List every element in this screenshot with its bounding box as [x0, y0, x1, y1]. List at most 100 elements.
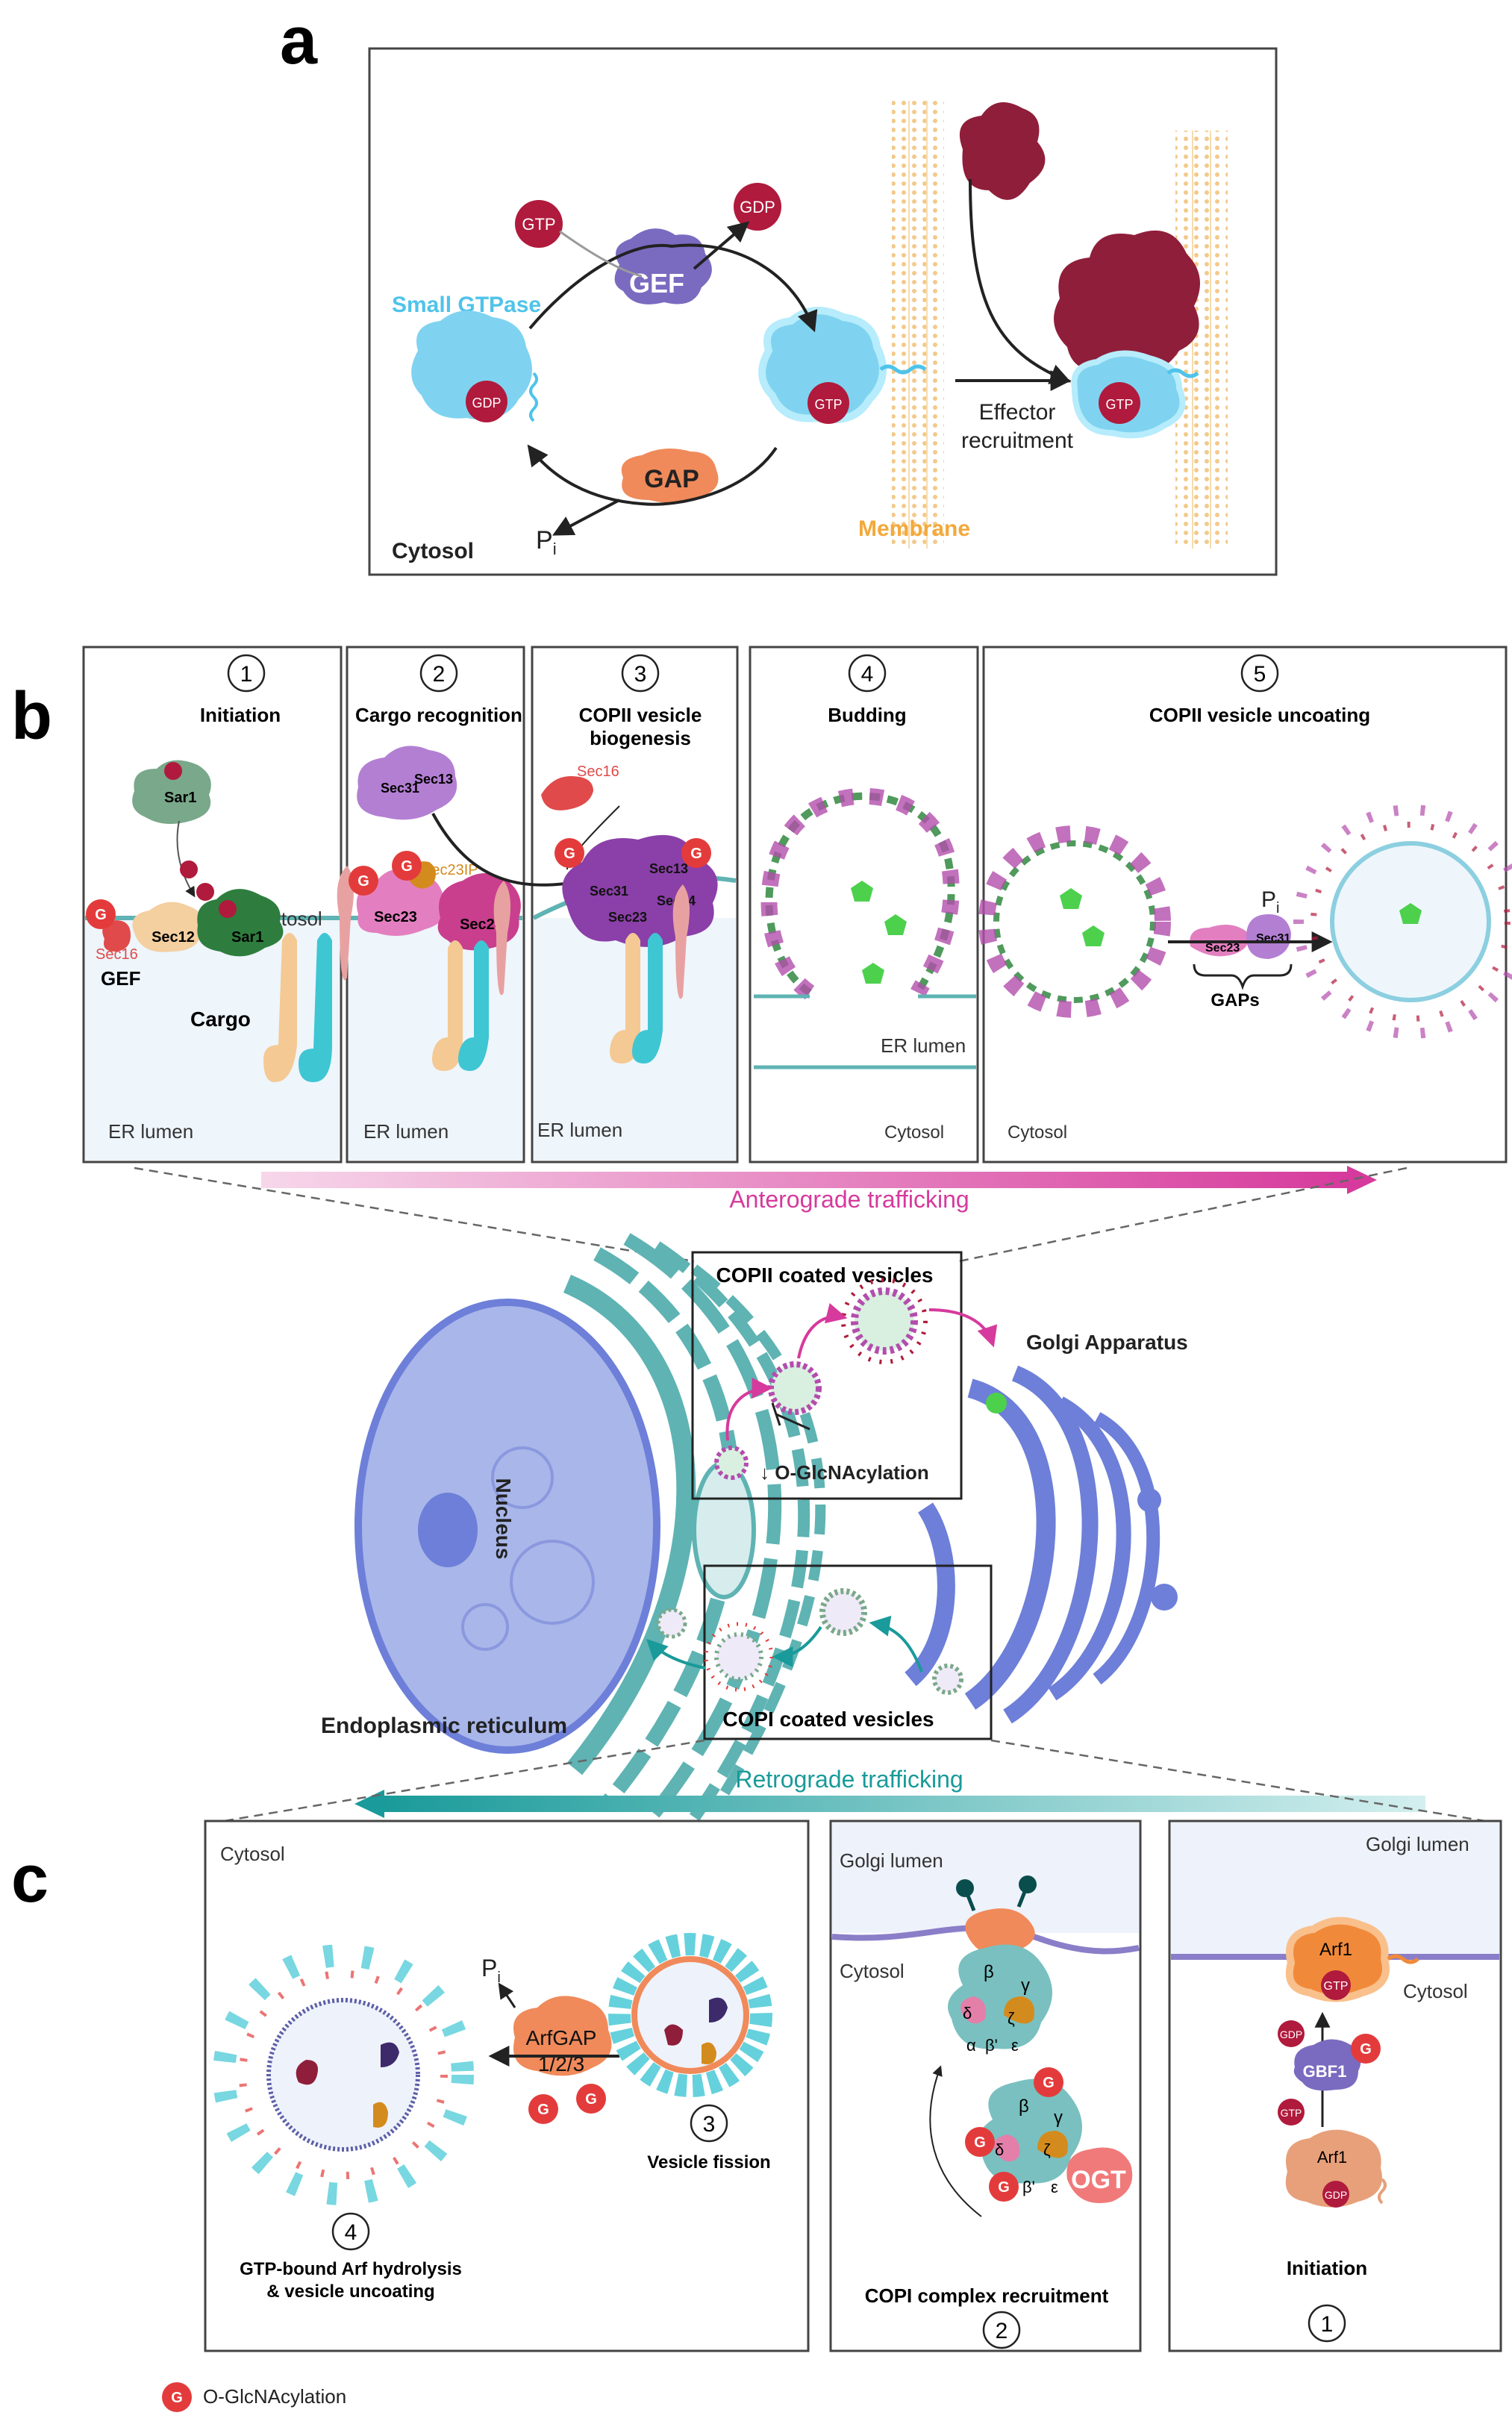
svg-text:ε: ε — [1011, 2036, 1019, 2055]
gdp-released-token: GDP — [734, 183, 781, 231]
retrograde-label: Retrograde trafficking — [735, 1766, 963, 1793]
svg-text:δ: δ — [995, 2140, 1004, 2159]
panel-c: c Cytosol ArfGAP 1/2/3 G G Pi — [11, 1820, 1502, 2352]
copi-arrow-1 — [869, 1615, 923, 1672]
svg-text:β: β — [984, 1962, 994, 1982]
svg-text:G: G — [537, 2102, 549, 2118]
panel-a: a GTP GDP GEF Small GTPase — [280, 4, 1278, 576]
svg-text:GAPs: GAPs — [1210, 990, 1259, 1011]
copi-box — [703, 1564, 993, 1740]
svg-text:1: 1 — [240, 662, 253, 687]
panel-b: b 1 Initiation 2 Cargo recognition 3 COP… — [11, 646, 1512, 1164]
svg-text:ζ: ζ — [1043, 2140, 1051, 2159]
svg-text:2: 2 — [433, 662, 446, 687]
er-label: Endoplasmic reticulum — [321, 1714, 567, 1738]
step2-header: 2 Cargo recognition — [355, 654, 522, 726]
copi-arrow-2 — [772, 1625, 822, 1667]
sec16-label-b3: Sec16 — [577, 763, 619, 780]
copi-coated-label: COPI coated vesicles — [722, 1708, 934, 1731]
svg-text:β: β — [1019, 2096, 1029, 2117]
uncoated-copi-vesicle — [213, 1944, 474, 2205]
golgi-apparatus — [904, 1365, 1178, 1724]
svg-text:COPII vesicle uncoating: COPII vesicle uncoating — [1149, 704, 1370, 726]
gtp-free-token: GTP — [515, 200, 563, 248]
svg-text:COPII vesicle: COPII vesicle — [579, 704, 702, 726]
er-lumen-bg-1 — [85, 918, 340, 1161]
step4-c-header: 4 GTP-bound Arf hydrolysis & vesicle unc… — [240, 2212, 462, 2302]
gbf1-protein: GBF1 G — [1293, 2034, 1381, 2091]
svg-text:G: G — [1043, 2075, 1055, 2091]
svg-text:Nucleus: Nucleus — [492, 1478, 515, 1560]
svg-text:1: 1 — [1321, 2312, 1334, 2337]
gef-label-b1: GEF — [101, 967, 140, 990]
cytosol-label-c3: Cytosol — [1403, 1980, 1468, 2002]
copi-recruit-arrow — [929, 2065, 982, 2217]
svg-text:Sec31: Sec31 — [590, 884, 628, 899]
svg-text:GEF: GEF — [629, 268, 684, 299]
svg-text:GDP: GDP — [740, 198, 775, 216]
initiation-c-label: Initiation — [1287, 2257, 1367, 2279]
panel-a-letter: a — [280, 4, 318, 78]
pi-label-b5: Pi — [1261, 887, 1279, 916]
svg-text:GDP: GDP — [1280, 2028, 1302, 2040]
svg-text:GTP: GTP — [1281, 2107, 1302, 2119]
er-lumen-label-1: ER lumen — [108, 1120, 193, 1143]
sec31-sec13-free: Sec31 Sec13 — [357, 746, 457, 820]
svg-text:γ: γ — [1021, 1975, 1030, 1996]
er-lumen-bg-2 — [349, 918, 522, 1161]
svg-text:GTP: GTP — [1105, 397, 1133, 412]
svg-text:G: G — [690, 846, 702, 862]
svg-text:G: G — [171, 2390, 183, 2406]
sec16-free — [541, 776, 593, 810]
svg-text:G: G — [401, 858, 413, 875]
coated-vesicle-b5 — [978, 825, 1171, 1018]
gtp-small-1 — [180, 861, 198, 878]
inhibition-line — [775, 1413, 810, 1431]
cargo-receptors-3 — [610, 884, 690, 1063]
inhibition-bar — [771, 1402, 781, 1426]
svg-text:β': β' — [1022, 2178, 1035, 2196]
svg-text:Sec12: Sec12 — [151, 929, 195, 946]
svg-text:Sar1: Sar1 — [164, 790, 196, 806]
cytosol-label-c1: Cytosol — [220, 1843, 285, 1865]
copii-coat-complex: Sec31 Sec13 Sec23 Sec24 G G — [554, 834, 718, 947]
golgi-lumen-label-c3: Golgi lumen — [1366, 1833, 1469, 1855]
pi-label-c: Pi — [481, 1955, 501, 1986]
svg-text:3: 3 — [703, 2112, 716, 2137]
effector-label-line2: recruitment — [961, 428, 1074, 453]
svg-text:Vesicle fission: Vesicle fission — [647, 2152, 770, 2173]
svg-text:γ: γ — [1054, 2108, 1063, 2128]
svg-text:α: α — [966, 2036, 976, 2055]
svg-text:4: 4 — [861, 662, 874, 687]
sar1-free: Sar1 — [132, 760, 211, 824]
copi-coat-membrane: β γ δ ζ α β' ε — [948, 1875, 1052, 2055]
er-lumen-label-2: ER lumen — [363, 1120, 449, 1143]
copi-recruitment-label: COPI complex recruitment — [865, 2284, 1109, 2307]
nucleus: Nucleus — [354, 1299, 660, 1754]
uncoated-vesicle-b5 — [1293, 805, 1512, 1039]
svg-text:GAP: GAP — [644, 465, 699, 493]
sar1-membrane: Sar1 — [197, 889, 284, 957]
small-gtpase-gdp-bound: GDP — [411, 310, 538, 422]
svg-text:Sec13: Sec13 — [649, 861, 688, 876]
pi-release-arrow-c — [498, 1982, 516, 2008]
anterograde-arrow: Anterograde trafficking — [261, 1166, 1377, 1213]
step2-c-number: 2 — [982, 2311, 1021, 2349]
legend-oglcnac-icon — [162, 2382, 192, 2412]
sec16-label-b1: Sec16 — [96, 946, 138, 963]
coated-copi-vesicle — [608, 1933, 772, 2097]
copi-arrow-3 — [646, 1639, 706, 1670]
copii-arrow-1 — [725, 1378, 773, 1441]
svg-text:ζ: ζ — [1008, 2009, 1015, 2028]
endoplasmic-reticulum — [563, 1233, 826, 1833]
panel-b-letter: b — [11, 679, 52, 754]
svg-text:Arf1: Arf1 — [1317, 2148, 1347, 2167]
svg-text:Initiation: Initiation — [200, 704, 281, 726]
legend: G O-GlcNAcylation — [162, 2382, 346, 2412]
svg-text:GDP: GDP — [1325, 2189, 1347, 2201]
svg-text:Sec23: Sec23 — [608, 910, 647, 925]
effector-path-arrow — [969, 178, 1072, 384]
svg-text:2: 2 — [996, 2319, 1008, 2343]
step1-c-number: 1 — [1308, 2304, 1346, 2343]
cargo-receptors-2 — [432, 881, 510, 1071]
